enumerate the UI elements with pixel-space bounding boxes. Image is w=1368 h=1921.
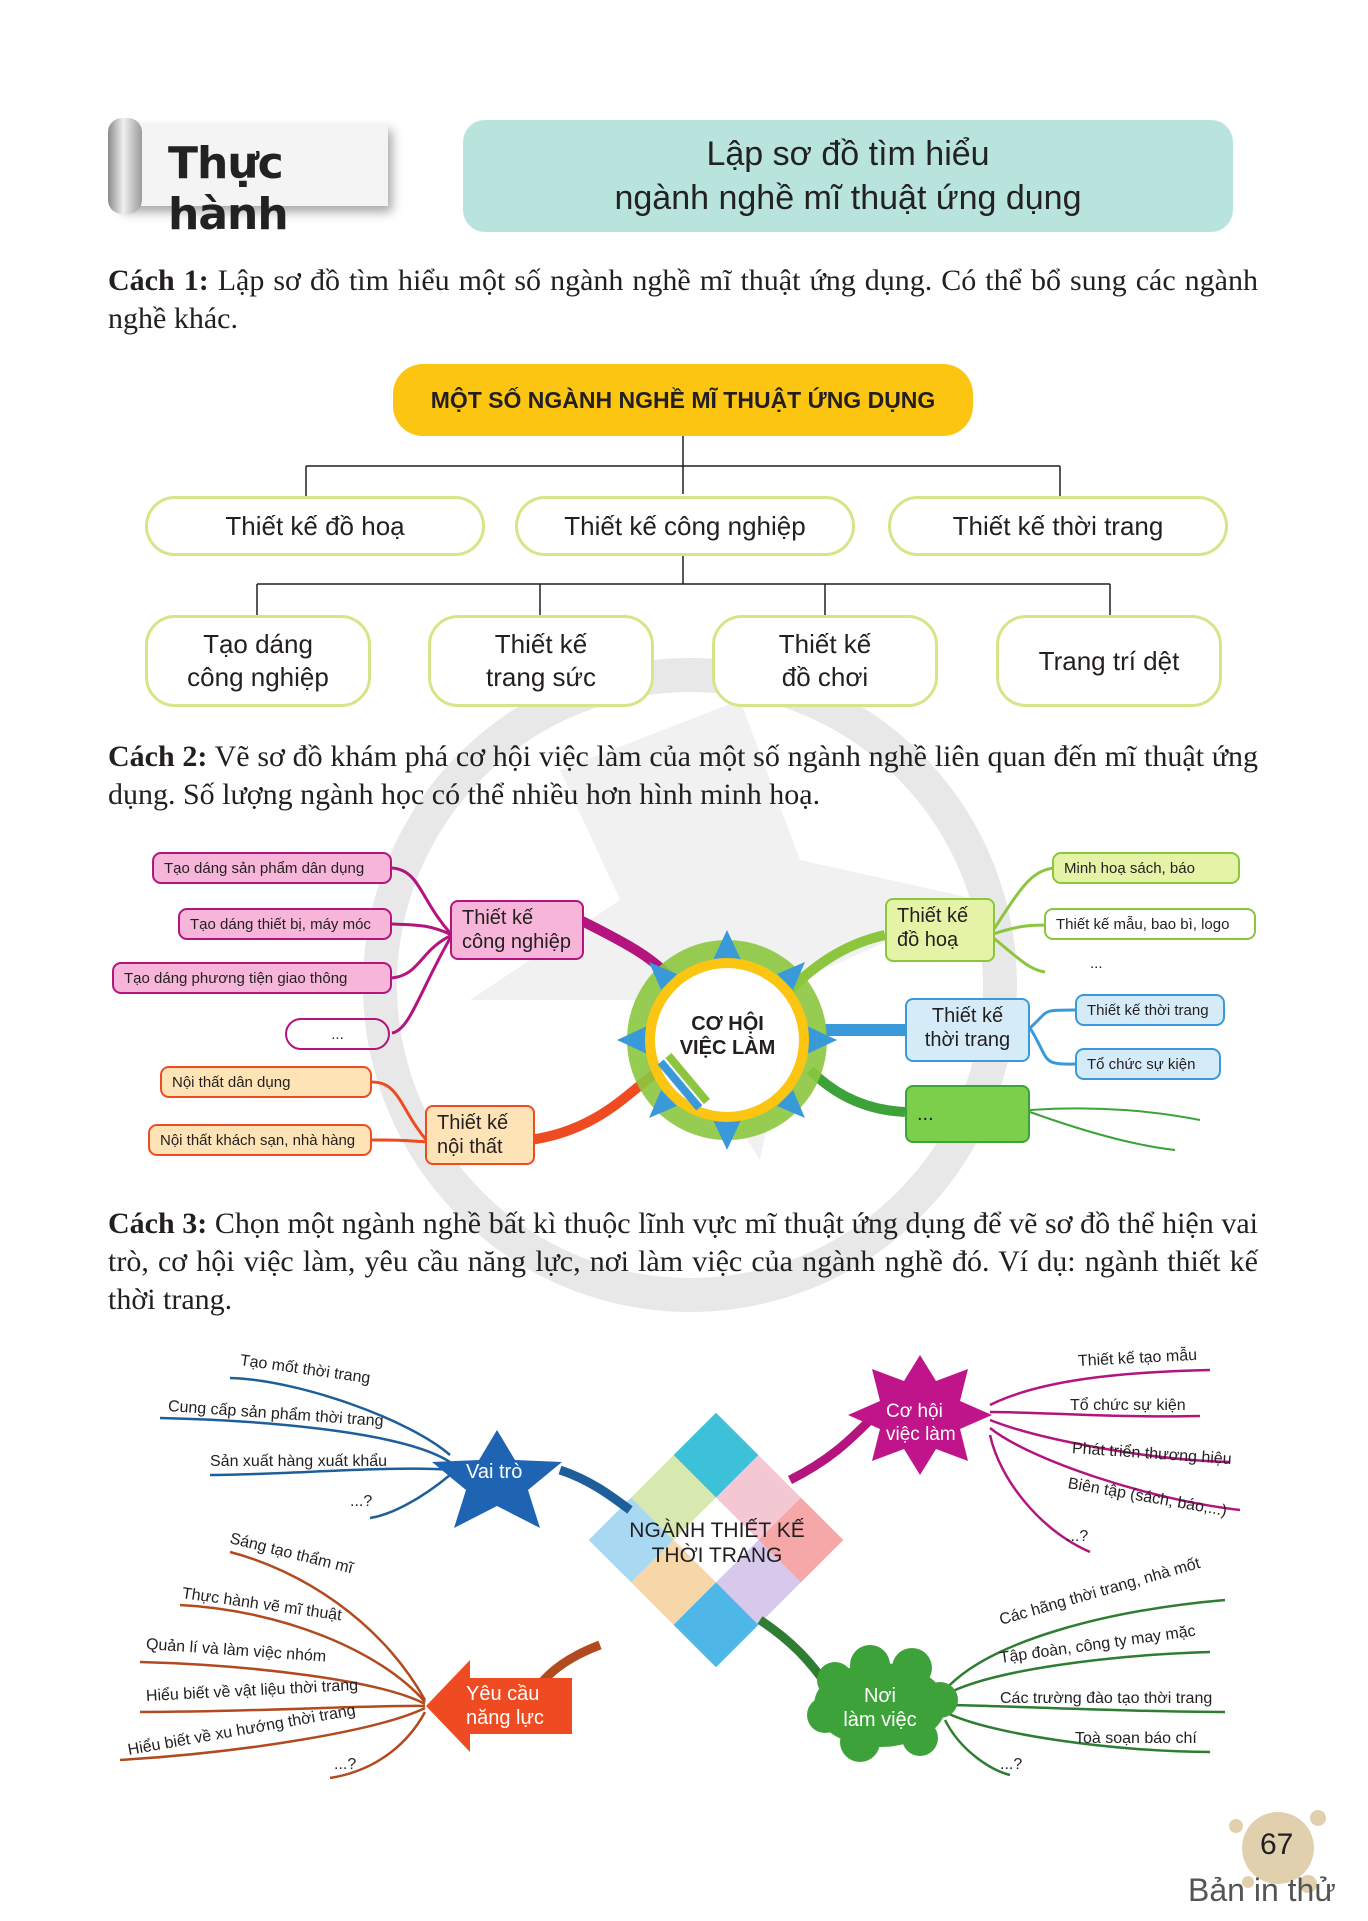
node-line: trang sức [486, 662, 596, 692]
cach-1-text: Lập sơ đồ tìm hiểu một số ngành nghề mĩ … [108, 264, 1258, 335]
vai-tro-item: ...? [350, 1493, 373, 1510]
branch-title-line: đồ hoạ [897, 929, 959, 951]
item-more-cong-nghiep: ... [285, 1018, 390, 1050]
branch-title-line: Thiết kế [462, 907, 534, 929]
node-line: công nghiệp [187, 662, 329, 692]
instruction-cach-2: Cách 2: Vẽ sơ đồ khám phá cơ hội việc là… [108, 738, 1258, 814]
branch-title-line: công nghiệp [462, 931, 571, 953]
node-thiet-ke-cong-nghiep: Thiết kế công nghiệp [515, 496, 855, 556]
node-line: Tạo dáng [203, 629, 313, 659]
item-thiet-ke-thoi-trang: Thiết kế thời trang [1075, 994, 1225, 1026]
page-number: 67 [1260, 1828, 1294, 1861]
noi-lam-item: Các trường đào tạo thời trang [1000, 1690, 1213, 1707]
activity-title: Lập sơ đồ tìm hiểu ngành nghề mĩ thuật ứ… [463, 120, 1233, 232]
co-hoi-item: ...? [1066, 1528, 1089, 1545]
item-tao-dang-thiet-bi: Tạo dáng thiết bị, máy móc [178, 908, 392, 940]
branch-title-line: Yêu cầu [466, 1683, 540, 1705]
branch-title-line: năng lực [466, 1707, 544, 1729]
branch-title-line: Thiết kế [897, 905, 969, 927]
mindmap-2-center: CƠ HỘI VIỆC LÀM [655, 1012, 800, 1060]
branch-more: ... [905, 1085, 1030, 1143]
center-line: NGÀNH THIẾT KẾ [629, 1519, 805, 1542]
scroll-curl-icon [108, 118, 142, 214]
branch-title-line: Thiết kế [931, 1005, 1004, 1027]
node-line: Thiết kế [494, 629, 588, 659]
center-line: CƠ HỘI [691, 1013, 764, 1035]
item-tao-dang-san-pham: Tạo dáng sản phẩm dân dụng [152, 852, 392, 884]
draft-label: Bản in thử [1188, 1872, 1336, 1908]
node-trang-tri-det: Trang trí dệt [996, 615, 1222, 707]
cach-3-label: Cách 3: [108, 1207, 208, 1240]
item-thiet-ke-mau-bao-bi: Thiết kế mẫu, bao bì, logo [1044, 908, 1256, 940]
node-line: đồ chơi [781, 662, 869, 692]
branch-title-line: Nơi [863, 1685, 896, 1707]
title-line-1: Lập sơ đồ tìm hiểu [706, 135, 990, 173]
instruction-cach-3: Cách 3: Chọn một ngành nghề bất kì thuộc… [108, 1205, 1258, 1319]
co-hoi-item: Tổ chức sự kiện [1070, 1397, 1186, 1414]
cach-3-text: Chọn một ngành nghề bất kì thuộc lĩnh vự… [108, 1207, 1258, 1316]
branch-title-line: Cơ hội [886, 1401, 943, 1422]
title-line-2: ngành nghề mĩ thuật ứng dụng [614, 179, 1082, 217]
branch-title-line: làm việc [843, 1709, 917, 1731]
noi-lam-item: ...? [1000, 1756, 1023, 1773]
cach-2-label: Cách 2: [108, 740, 208, 773]
node-line: Thiết kế [778, 629, 872, 659]
item-noi-that-khach-san: Nội thất khách sạn, nhà hàng [148, 1124, 372, 1156]
branch-title-line: việc làm [886, 1424, 956, 1445]
node-thiet-ke-thoi-trang: Thiết kế thời trang [888, 496, 1228, 556]
cach-2-text: Vẽ sơ đồ khám phá cơ hội việc làm của mộ… [108, 740, 1259, 811]
yeu-cau-item: ...? [334, 1756, 357, 1773]
center-line: THỜI TRANG [651, 1544, 783, 1567]
branch-title-line: nội thất [437, 1136, 503, 1158]
cach-1-label: Cách 1: [108, 264, 209, 297]
instruction-cach-1: Cách 1: Lập sơ đồ tìm hiểu một số ngành … [108, 262, 1258, 338]
item-more-do-hoa: ... [1090, 955, 1103, 972]
branch-vai-tro: Vai trò [466, 1461, 523, 1483]
mindmap-3-center: NGÀNH THIẾT KẾ THỜI TRANG [612, 1518, 822, 1568]
node-thiet-ke-do-hoa: Thiết kế đồ hoạ [145, 496, 485, 556]
pencil-icon [657, 1053, 711, 1111]
center-line: VIỆC LÀM [679, 1037, 776, 1059]
vai-tro-item: Sản xuất hàng xuất khẩu [210, 1453, 388, 1470]
item-tao-dang-phuong-tien: Tạo dáng phương tiện giao thông [112, 962, 392, 994]
item-noi-that-dan-dung: Nội thất dân dụng [160, 1066, 372, 1098]
noi-lam-item: Toà soạn báo chí [1075, 1730, 1197, 1747]
item-minh-hoa-sach-bao: Minh hoạ sách, báo [1052, 852, 1240, 884]
branch-title-line: thời trang [924, 1029, 1011, 1051]
item-to-chuc-su-kien: Tổ chức sự kiện [1075, 1048, 1221, 1080]
branch-title-line: Thiết kế [437, 1112, 509, 1134]
practice-banner: Thực hành [108, 118, 388, 240]
tree-root: MỘT SỐ NGÀNH NGHỀ MĨ THUẬT ỨNG DỤNG [393, 364, 973, 436]
banner-text: Thực hành [168, 138, 289, 240]
